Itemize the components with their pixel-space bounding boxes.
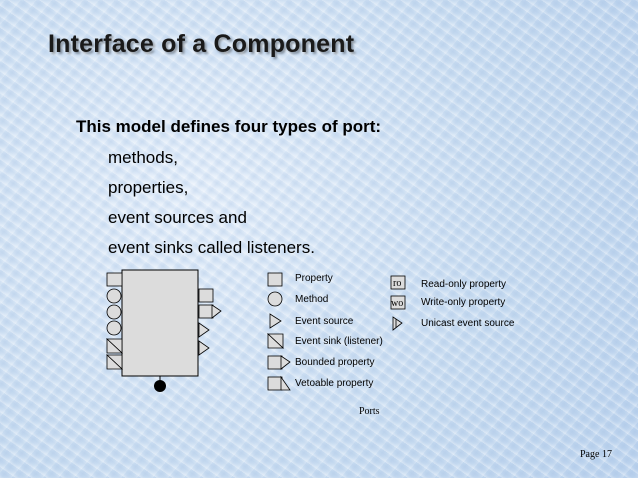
legend-method: Method bbox=[295, 294, 328, 305]
event-sink-legend-icon bbox=[267, 333, 285, 349]
list-item: event sinks called listeners. bbox=[108, 238, 315, 257]
property-port bbox=[198, 288, 214, 303]
legend-bounded-property: Bounded property bbox=[295, 357, 375, 368]
legend-unicast-event-source: Unicast event source bbox=[421, 318, 515, 329]
event-source-port bbox=[198, 340, 210, 356]
method-port bbox=[106, 304, 122, 320]
vetoable-property-legend-icon bbox=[267, 376, 283, 391]
list-item: properties, bbox=[108, 178, 189, 197]
vetoable-property-legend-icon bbox=[280, 375, 291, 391]
method-port bbox=[106, 288, 122, 304]
write-only-legend-icon bbox=[390, 295, 406, 310]
event-sink-port bbox=[106, 338, 124, 354]
legend-property: Property bbox=[295, 273, 333, 284]
list-item: methods, bbox=[108, 148, 178, 167]
method-port bbox=[106, 320, 122, 336]
legend-read-only: Read-only property bbox=[421, 279, 506, 290]
unicast-event-source-legend-icon bbox=[392, 316, 403, 331]
method-legend-icon bbox=[267, 291, 283, 307]
event-source-legend-icon bbox=[269, 313, 282, 329]
list-item: event sources and bbox=[108, 208, 247, 227]
legend-event-sink: Event sink (listener) bbox=[295, 336, 383, 347]
property-legend-icon bbox=[267, 272, 283, 287]
slide-title: Interface of a Component bbox=[48, 30, 355, 58]
legend-vetoable-property: Vetoable property bbox=[295, 378, 373, 389]
component-box bbox=[121, 269, 199, 377]
read-only-legend-icon bbox=[390, 275, 406, 290]
diagram-caption: Ports bbox=[359, 406, 380, 417]
property-port bbox=[106, 272, 123, 287]
legend-event-source: Event source bbox=[295, 316, 354, 327]
bounded-property-port bbox=[198, 304, 214, 319]
write-only-tag: wo bbox=[391, 298, 403, 309]
page-number: Page 17 bbox=[580, 449, 612, 460]
bounded-property-port bbox=[211, 304, 222, 319]
method-port-filled bbox=[154, 380, 166, 392]
bounded-property-legend-icon bbox=[267, 355, 283, 370]
event-sink-port bbox=[106, 354, 124, 370]
event-source-port bbox=[198, 322, 210, 338]
legend-write-only: Write-only property bbox=[421, 297, 505, 308]
lead-text: This model defines four types of port: bbox=[76, 117, 382, 136]
bounded-property-legend-icon bbox=[280, 355, 291, 370]
read-only-tag: ro bbox=[393, 278, 401, 289]
